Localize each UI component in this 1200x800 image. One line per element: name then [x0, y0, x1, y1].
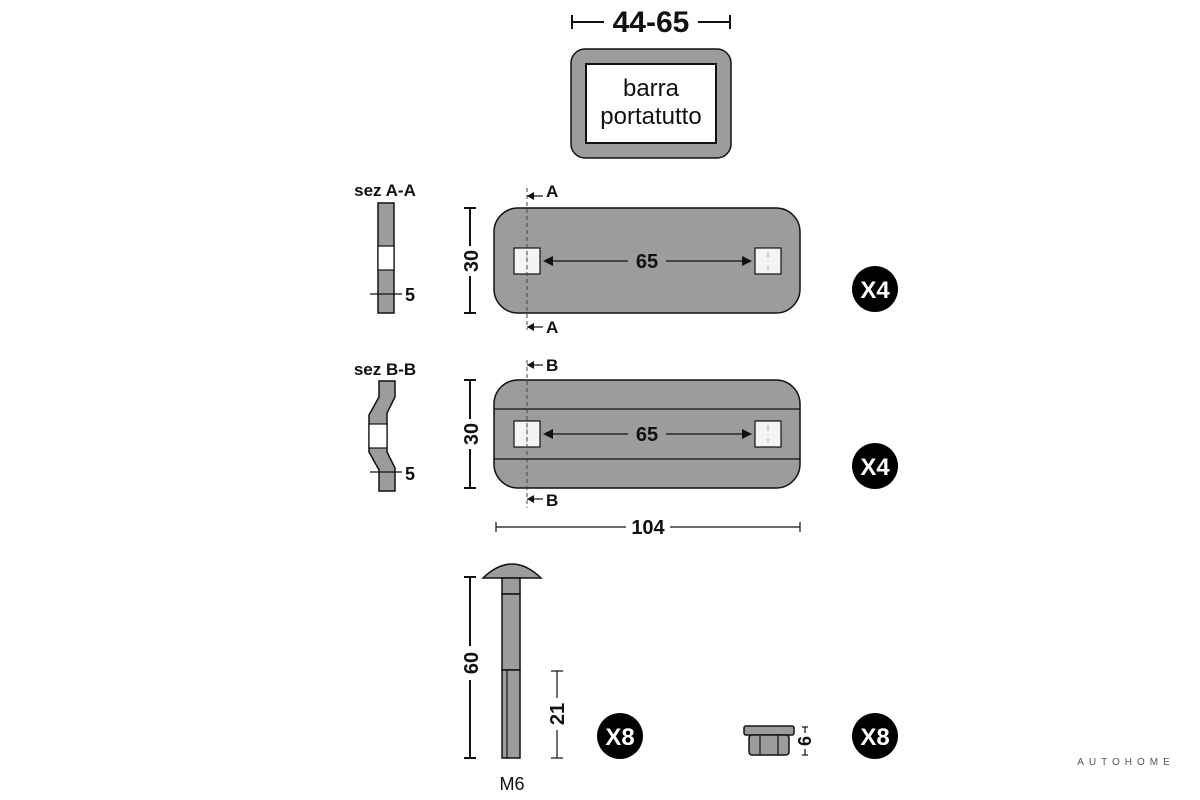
bolt-quantity-label: X8 [605, 724, 634, 751]
plate-b-cut-arrowhead-bottom [527, 495, 534, 503]
plate-b: 30 65 B B X4 104 [458, 356, 898, 539]
plate-b-spacing-arrow-left [543, 429, 553, 439]
section-b-thickness-label: 5 [405, 464, 415, 484]
plate-a-cut-label-top: A [546, 182, 558, 201]
bolt-square-neck [501, 577, 521, 595]
plate-b-length-label-bg [626, 515, 670, 539]
section-a-title: sez A-A [354, 181, 416, 200]
bar-label-line1: barra [623, 75, 680, 102]
bar-width-label-bg [604, 6, 698, 40]
nut-quantity-label: X8 [860, 724, 889, 751]
bar-profile-inner [585, 63, 717, 144]
plate-a-height-label: 30 [461, 250, 483, 272]
plate-b-cut-label-bottom: B [546, 491, 558, 510]
plate-b-cut-arrowhead-top [527, 361, 534, 369]
bolt-thread-label-bg [546, 698, 568, 730]
plate-b-height-label: 30 [461, 423, 483, 445]
bolt-quantity-badge [597, 713, 643, 759]
plate-a-cut-label-bottom: A [546, 318, 558, 337]
plate-b-height-label-bg [458, 419, 482, 449]
bolt-length-label-bg [458, 646, 482, 680]
bolt-head [481, 563, 543, 579]
bolt-thread [501, 669, 521, 759]
plate-a-spacing-label-bg [628, 249, 666, 273]
bar-label-line2: portatutto [600, 103, 701, 130]
plate-a-spacing-label: 65 [636, 251, 658, 273]
plate-a-quantity-badge [852, 266, 898, 312]
bolt-length-label: 60 [461, 652, 483, 674]
plate-a-cut-arrowhead-top [527, 192, 534, 200]
plate-a-height-label-bg [458, 246, 482, 276]
plate-a-spacing-arrow-right [742, 256, 752, 266]
bolt: 60 21 M6 X8 [458, 563, 643, 794]
plate-b-spacing-label: 65 [636, 424, 658, 446]
section-a-hole [377, 245, 395, 271]
nut-quantity-badge [852, 713, 898, 759]
plate-b-spacing-label-bg [628, 422, 666, 446]
plate-a: 30 65 A A X4 [458, 182, 898, 337]
plate-b-quantity-badge [852, 443, 898, 489]
nut-height-label: 6 [795, 736, 815, 746]
plate-b-length-label: 104 [631, 517, 665, 539]
nut-height-label-bg [796, 733, 814, 749]
nut-body [748, 734, 790, 756]
nut: 6 X8 [743, 713, 898, 759]
section-a-thickness-label: 5 [405, 285, 415, 305]
bar-width-label: 44-65 [613, 6, 690, 39]
plate-b-cut-label-top: B [546, 356, 558, 375]
brand-watermark: AUTOHOME [1077, 757, 1175, 768]
plate-a-spacing-arrow-left [543, 256, 553, 266]
plate-a-quantity-label: X4 [860, 277, 890, 304]
plate-b-spacing-arrow-right [742, 429, 752, 439]
bolt-thread-size-label: M6 [499, 774, 524, 794]
plate-a-cut-arrowhead-bottom [527, 323, 534, 331]
section-a: sez A-A 5 [354, 181, 416, 314]
bar-section: 44-65 barra portatutto [570, 6, 732, 159]
bolt-shank [501, 593, 521, 671]
section-b-title: sez B-B [354, 360, 416, 379]
section-b-hole [368, 423, 388, 449]
nut-flange [743, 725, 795, 736]
plate-b-quantity-label: X4 [860, 454, 890, 481]
bolt-thread-length-label: 21 [547, 703, 569, 725]
section-b: sez B-B 5 [354, 360, 416, 492]
